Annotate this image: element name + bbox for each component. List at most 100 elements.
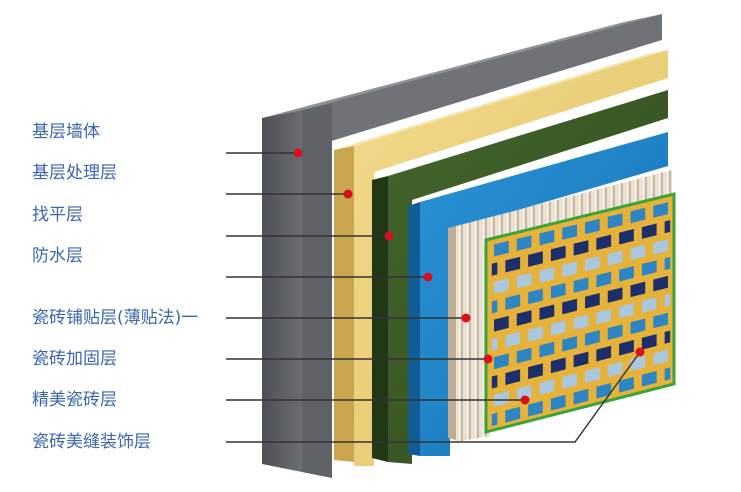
tile	[653, 349, 668, 366]
layer-leveling	[372, 90, 668, 464]
tile	[516, 272, 532, 289]
tile	[550, 282, 566, 299]
tile	[491, 262, 498, 276]
tile	[641, 297, 657, 313]
leader-line-grout-decor	[226, 351, 641, 443]
tile	[528, 326, 543, 342]
tile	[528, 251, 543, 267]
waterproof-front	[420, 132, 668, 456]
tile	[494, 353, 509, 370]
tile	[573, 351, 589, 368]
tile	[619, 376, 634, 393]
tile	[516, 310, 532, 326]
tile	[619, 302, 634, 319]
tile	[550, 357, 566, 374]
tile	[607, 361, 623, 378]
tile	[664, 367, 671, 381]
tile	[619, 339, 634, 356]
tile	[596, 308, 612, 325]
tile	[585, 330, 600, 346]
tile	[539, 341, 555, 358]
tile	[653, 275, 668, 292]
tile	[491, 337, 498, 351]
label-fine-tile: 精美瓷砖层	[32, 390, 117, 410]
tile	[607, 287, 623, 303]
tile	[619, 229, 634, 245]
marker-dot-leveling	[384, 231, 394, 241]
tile	[491, 299, 498, 314]
marker-dot-tile-reinforce	[483, 354, 493, 364]
label-leveling: 找平层	[32, 205, 83, 225]
tile	[494, 315, 509, 332]
tile	[630, 318, 646, 335]
tile	[562, 335, 577, 352]
tile	[630, 207, 646, 224]
marker-dot-grout-decor	[635, 347, 645, 357]
tile	[585, 218, 600, 235]
tile	[539, 304, 555, 321]
render-top-edge	[334, 50, 668, 150]
render-side	[334, 146, 354, 462]
tile	[528, 363, 543, 380]
tile	[516, 347, 532, 364]
tile	[664, 330, 671, 344]
base-wall-side	[302, 14, 662, 150]
leader-lines	[226, 152, 641, 443]
tile	[562, 261, 577, 278]
tile	[494, 240, 509, 257]
marker-dot-base-wall	[293, 148, 303, 158]
tile	[607, 213, 623, 229]
layer-tiles	[484, 192, 676, 434]
tile	[607, 324, 623, 340]
tile	[664, 256, 671, 271]
tile	[596, 382, 612, 399]
tile	[607, 250, 623, 266]
tile	[539, 267, 555, 283]
tile	[641, 370, 657, 387]
leveling-side	[372, 176, 388, 462]
tile	[573, 314, 589, 331]
marker-dot-waterproof	[423, 272, 433, 282]
tile	[619, 265, 634, 282]
waterproof-side	[408, 202, 420, 456]
marker-dot-base-treatment	[343, 189, 353, 199]
label-base-wall: 基层墙体	[32, 122, 100, 142]
tile	[505, 294, 521, 310]
layer-base-treatment	[334, 50, 668, 466]
marker-dot-tile-adhesive	[461, 313, 471, 323]
tile	[539, 379, 555, 395]
tile	[528, 400, 543, 417]
tile	[653, 239, 668, 255]
tile	[550, 394, 566, 411]
tile	[641, 223, 657, 239]
tile	[516, 235, 532, 251]
tile	[550, 320, 566, 336]
base-wall-front-face	[302, 104, 332, 478]
tile	[596, 345, 612, 362]
tile	[573, 240, 589, 256]
layer-waterproof	[408, 132, 668, 456]
tile	[573, 388, 589, 405]
adhesive-side	[448, 226, 456, 440]
tile	[585, 367, 600, 384]
tile	[505, 331, 521, 348]
tile	[550, 245, 566, 262]
tile	[573, 277, 589, 293]
tile	[505, 406, 521, 423]
tile	[494, 390, 509, 407]
tile	[505, 369, 521, 386]
label-waterproof: 防水层	[32, 246, 83, 266]
tile	[653, 312, 668, 329]
label-grout-decor: 瓷砖美缝装饰层	[32, 432, 151, 452]
tile	[562, 298, 577, 315]
tile	[562, 373, 577, 389]
marker-dot-fine-tile	[520, 395, 530, 405]
tile	[596, 271, 612, 288]
base-wall-top	[262, 14, 662, 118]
tile	[664, 293, 671, 307]
base-wall-front	[262, 110, 302, 472]
fine-tile-grid	[491, 202, 671, 427]
tile	[491, 412, 498, 427]
label-tile-adhesive: 瓷砖铺贴层(薄贴法)一	[32, 308, 199, 328]
